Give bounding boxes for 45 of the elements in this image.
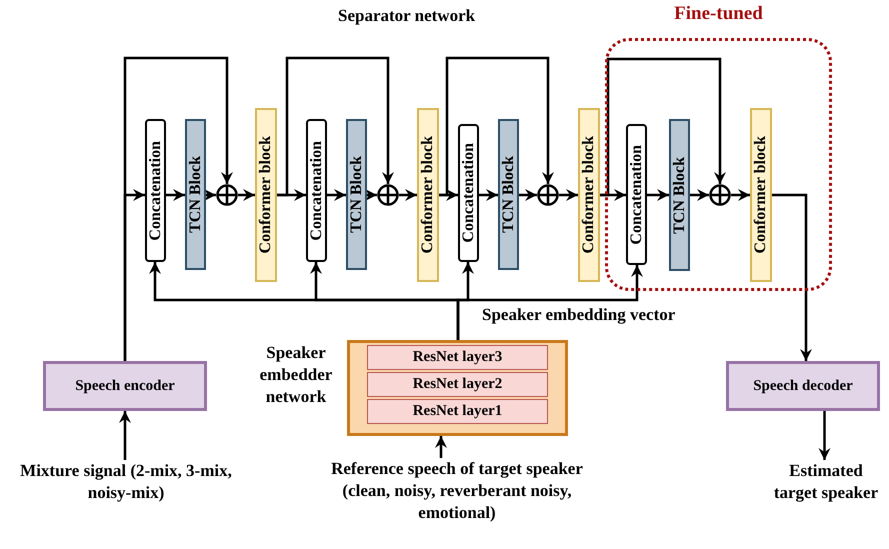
signal-label: Reference speech of target speaker (clean, noisy, reverberant noisy, emotional): [314, 458, 600, 530]
arrow: [399, 189, 417, 201]
region-heading: Fine-tuned: [673, 3, 764, 25]
bus-label: Speaker embedding vector: [482, 305, 676, 325]
network-heading: Speaker embedder network: [258, 342, 334, 408]
arrow: [519, 189, 537, 201]
concatenation-block: Concatenation: [458, 124, 479, 262]
arrow: [119, 411, 131, 460]
arrow: [365, 189, 377, 201]
concatenation-block: Concatenation: [145, 119, 166, 262]
conformer-block: Conformer block: [255, 108, 277, 282]
arrow: [124, 56, 233, 361]
resnet-layer: ResNet layer1: [367, 399, 548, 424]
conformer-block: Conformer block: [750, 108, 772, 282]
resnet-layer: ResNet layer3: [367, 345, 548, 370]
arrow: [818, 411, 830, 460]
tcn-block: TCN Block: [498, 119, 519, 270]
conformer-block: Conformer block: [578, 108, 600, 282]
arrow: [731, 189, 750, 201]
signal-label: Mixture signal (2-mix, 3-mix, noisy-mix): [0, 460, 252, 508]
arrow: [690, 189, 709, 201]
signal-label: Estimated target speaker: [769, 460, 883, 508]
conformer-block: Conformer block: [417, 108, 439, 282]
arrow: [559, 189, 578, 201]
arrow: [166, 189, 185, 201]
tcn-block: TCN Block: [669, 119, 690, 271]
concatenation-block: Concatenation: [306, 119, 327, 262]
arrow: [327, 189, 346, 201]
arrow: [277, 56, 394, 196]
arrow: [456, 265, 643, 340]
codec-box: Speech encoder: [43, 361, 207, 411]
arrow: [479, 189, 498, 201]
arrow: [647, 189, 669, 201]
arrow: [772, 194, 812, 361]
network-title: Separator network: [338, 6, 476, 26]
arrow: [204, 189, 216, 201]
tcn-block: TCN Block: [185, 119, 206, 270]
resnet-layer: ResNet layer2: [367, 372, 548, 397]
concatenation-block: Concatenation: [626, 124, 647, 265]
arrow: [600, 58, 726, 196]
arrow: [439, 56, 554, 196]
arrow: [238, 189, 255, 201]
arrow: [435, 436, 447, 458]
codec-box: Speech decoder: [726, 361, 880, 411]
tcn-block: TCN Block: [346, 119, 367, 270]
